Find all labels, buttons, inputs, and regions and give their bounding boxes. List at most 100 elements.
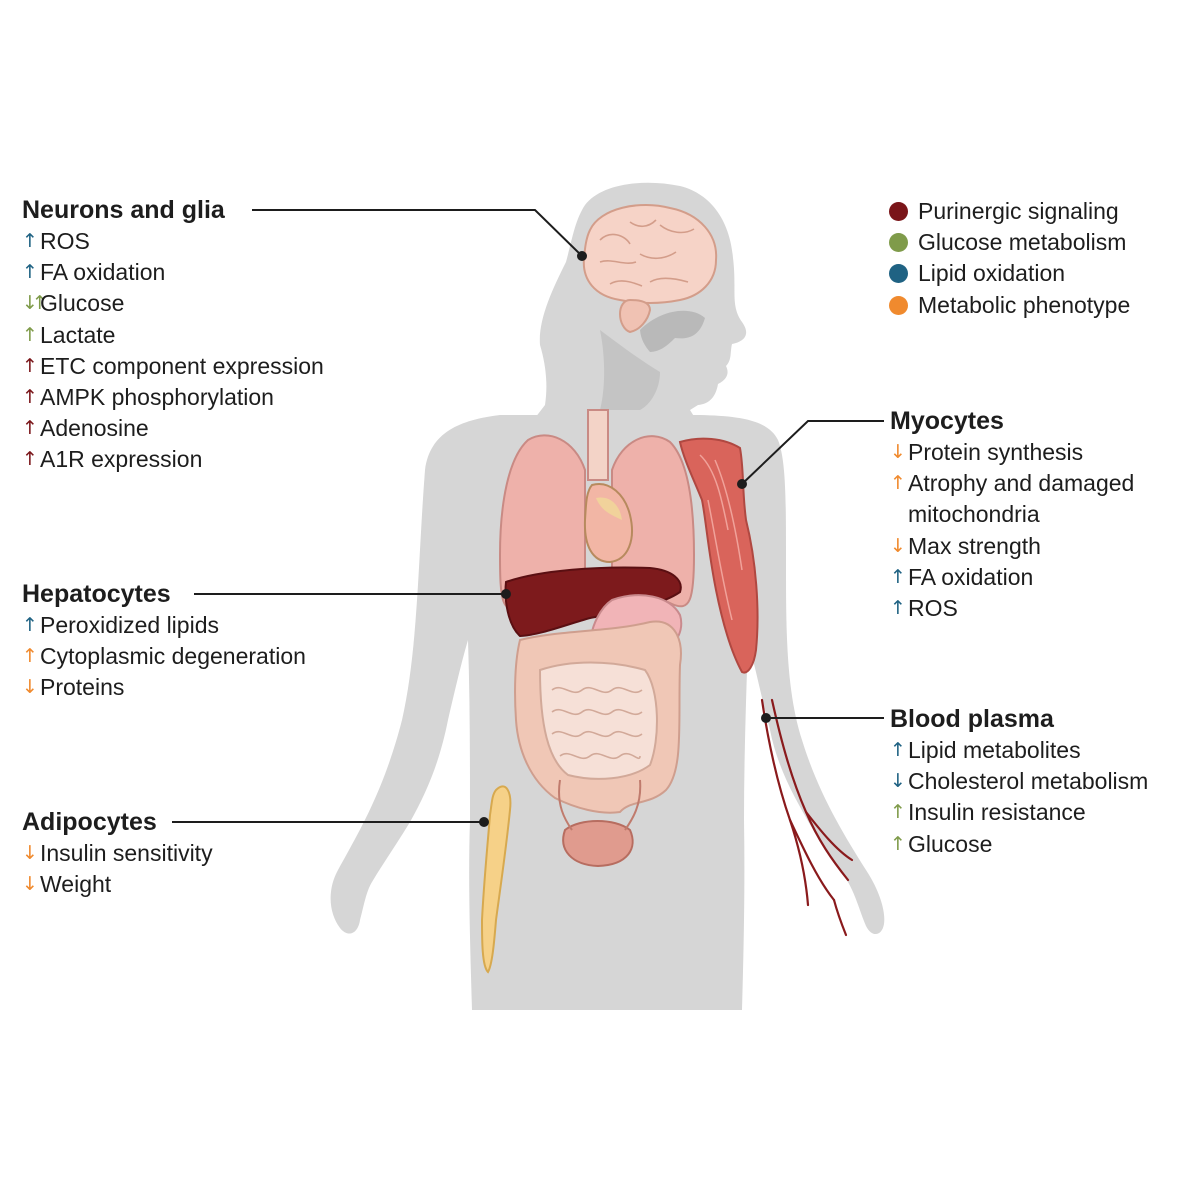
arrow-icon: ↓ bbox=[890, 441, 906, 463]
legend-dot-icon bbox=[889, 295, 908, 315]
effect-item: ↓Max strength bbox=[890, 531, 1134, 562]
effect-item: ↑Glucose bbox=[890, 829, 1148, 860]
small-intestine bbox=[538, 661, 658, 780]
effect-item: ↑ETC component expression bbox=[22, 351, 324, 382]
effect-item: ↑ROS bbox=[890, 593, 1134, 624]
effect-text: mitochondria bbox=[908, 501, 1040, 528]
hepatocytes-list: ↑Peroxidized lipids↑Cytoplasmic degenera… bbox=[22, 610, 306, 704]
effect-text: Peroxidized lipids bbox=[40, 612, 219, 638]
blood-leader-dot bbox=[761, 713, 771, 723]
effect-item: ↑Lipid metabolites bbox=[890, 735, 1148, 766]
face-shadow bbox=[640, 310, 705, 352]
effect-text: Cholesterol metabolism bbox=[908, 768, 1149, 795]
effect-item: ↑AMPK phosphorylation bbox=[22, 382, 324, 413]
arrow-icon: ↑ bbox=[890, 801, 906, 824]
effect-text: Proteins bbox=[40, 674, 125, 701]
legend-label: Metabolic phenotype bbox=[918, 291, 1131, 318]
effect-item: ↑Lactate bbox=[22, 320, 324, 351]
arrow-icon: ↑ bbox=[22, 323, 38, 346]
adipocytes-group: Adipocytes ↓Insulin sensitivity↓Weight bbox=[22, 806, 213, 900]
arrow-icon: ↓ bbox=[22, 842, 38, 864]
effect-item: ↓Cholesterol metabolism bbox=[890, 766, 1148, 797]
effect-text: Protein synthesis bbox=[908, 439, 1084, 465]
effect-text: AMPK phosphorylation bbox=[40, 384, 274, 411]
effect-text: Cytoplasmic degeneration bbox=[40, 643, 306, 670]
effect-text: ROS bbox=[40, 228, 90, 254]
arrow-icon: ↑ bbox=[890, 739, 906, 761]
myocytes-group: Myocytes ↓Protein synthesis↑Atrophy and … bbox=[890, 405, 1134, 624]
arrow-icon: ↓ bbox=[22, 676, 38, 699]
arrow-icon: ↑ bbox=[890, 832, 906, 855]
arrow-icon: ↓ bbox=[890, 770, 906, 793]
effect-text: FA oxidation bbox=[40, 259, 166, 286]
effect-item: ↑A1R expression bbox=[22, 444, 324, 475]
effect-item: ↓Weight bbox=[22, 869, 213, 900]
adipose-tissue bbox=[480, 785, 512, 974]
arrow-icon: ↑ bbox=[890, 472, 906, 495]
small-intestine-coils bbox=[551, 686, 643, 760]
heart bbox=[583, 483, 633, 564]
neurons-leader-line bbox=[252, 209, 583, 257]
effect-item: ↓Insulin sensitivity bbox=[22, 838, 213, 869]
effect-text: Atrophy and damaged bbox=[908, 470, 1135, 497]
arrow-icon: ↑ bbox=[22, 645, 38, 668]
legend-label: Glucose metabolism bbox=[918, 229, 1127, 256]
neurons-group: Neurons and glia ↑ROS↑FA oxidation↓↑Gluc… bbox=[22, 194, 324, 476]
arrow-icon: ↓↑ bbox=[22, 292, 48, 315]
adipocytes-leader-dot bbox=[479, 817, 489, 827]
legend-item: Metabolic phenotype bbox=[889, 290, 1130, 321]
effect-item: mitochondria bbox=[890, 499, 1134, 530]
effect-item: ↑Insulin resistance bbox=[890, 797, 1148, 828]
legend-item: Purinergic signaling bbox=[889, 196, 1130, 227]
blood-list: ↑Lipid metabolites↓Cholesterol metabolis… bbox=[890, 735, 1148, 860]
effect-item: ↑Peroxidized lipids bbox=[22, 610, 306, 641]
effect-text: Adenosine bbox=[40, 415, 149, 442]
ureters bbox=[558, 779, 642, 831]
legend-label: Lipid oxidation bbox=[918, 260, 1066, 287]
arrow-icon: ↑ bbox=[22, 386, 38, 409]
arrow-icon: ↑ bbox=[22, 448, 38, 471]
arrow-icon: ↑ bbox=[22, 614, 38, 636]
effect-text: ROS bbox=[908, 595, 958, 622]
arm-muscle-highlight bbox=[699, 454, 743, 621]
leader-lines bbox=[172, 209, 884, 823]
bladder bbox=[562, 820, 634, 868]
effect-item: ↑FA oxidation bbox=[890, 562, 1134, 593]
effect-text: Glucose bbox=[40, 290, 125, 317]
neurons-title: Neurons and glia bbox=[22, 196, 225, 224]
myocytes-leader-line bbox=[741, 420, 884, 485]
effect-text: FA oxidation bbox=[908, 563, 1034, 590]
effect-item: ↑FA oxidation bbox=[22, 257, 324, 288]
effect-text: Glucose bbox=[908, 830, 993, 857]
effect-item: ↑Atrophy and damaged bbox=[890, 468, 1134, 499]
heart-fat bbox=[596, 497, 622, 520]
brain bbox=[582, 204, 718, 304]
arrow-icon: ↑ bbox=[22, 261, 38, 284]
brain-folds bbox=[599, 219, 695, 287]
adipocytes-title: Adipocytes bbox=[22, 808, 157, 836]
effect-text: Insulin resistance bbox=[908, 799, 1086, 826]
effect-item: ↓↑Glucose bbox=[22, 288, 324, 319]
effect-item: ↑Cytoplasmic degeneration bbox=[22, 641, 306, 672]
arrow-icon: ↓ bbox=[890, 534, 906, 557]
myocytes-leader-dot bbox=[737, 479, 747, 489]
arrow-icon: ↑ bbox=[890, 565, 906, 588]
effect-item: ↑Adenosine bbox=[22, 413, 324, 444]
blood-group: Blood plasma ↑Lipid metabolites↓Choleste… bbox=[890, 703, 1148, 860]
arrow-icon: ↑ bbox=[22, 230, 38, 252]
neurons-list: ↑ROS↑FA oxidation↓↑Glucose↑Lactate↑ETC c… bbox=[22, 226, 324, 476]
neck-shadow bbox=[600, 330, 660, 410]
leader-dots bbox=[479, 251, 771, 827]
hepatocytes-leader-dot bbox=[501, 589, 511, 599]
effect-text: Lipid metabolites bbox=[908, 737, 1081, 763]
hepatocytes-title: Hepatocytes bbox=[22, 580, 171, 608]
cerebellum-brainstem bbox=[618, 298, 652, 334]
effect-item: ↓Protein synthesis bbox=[890, 437, 1134, 468]
effect-text: Lactate bbox=[40, 321, 116, 348]
arrow-icon: ↑ bbox=[22, 354, 38, 377]
effect-text: Insulin sensitivity bbox=[40, 840, 213, 866]
